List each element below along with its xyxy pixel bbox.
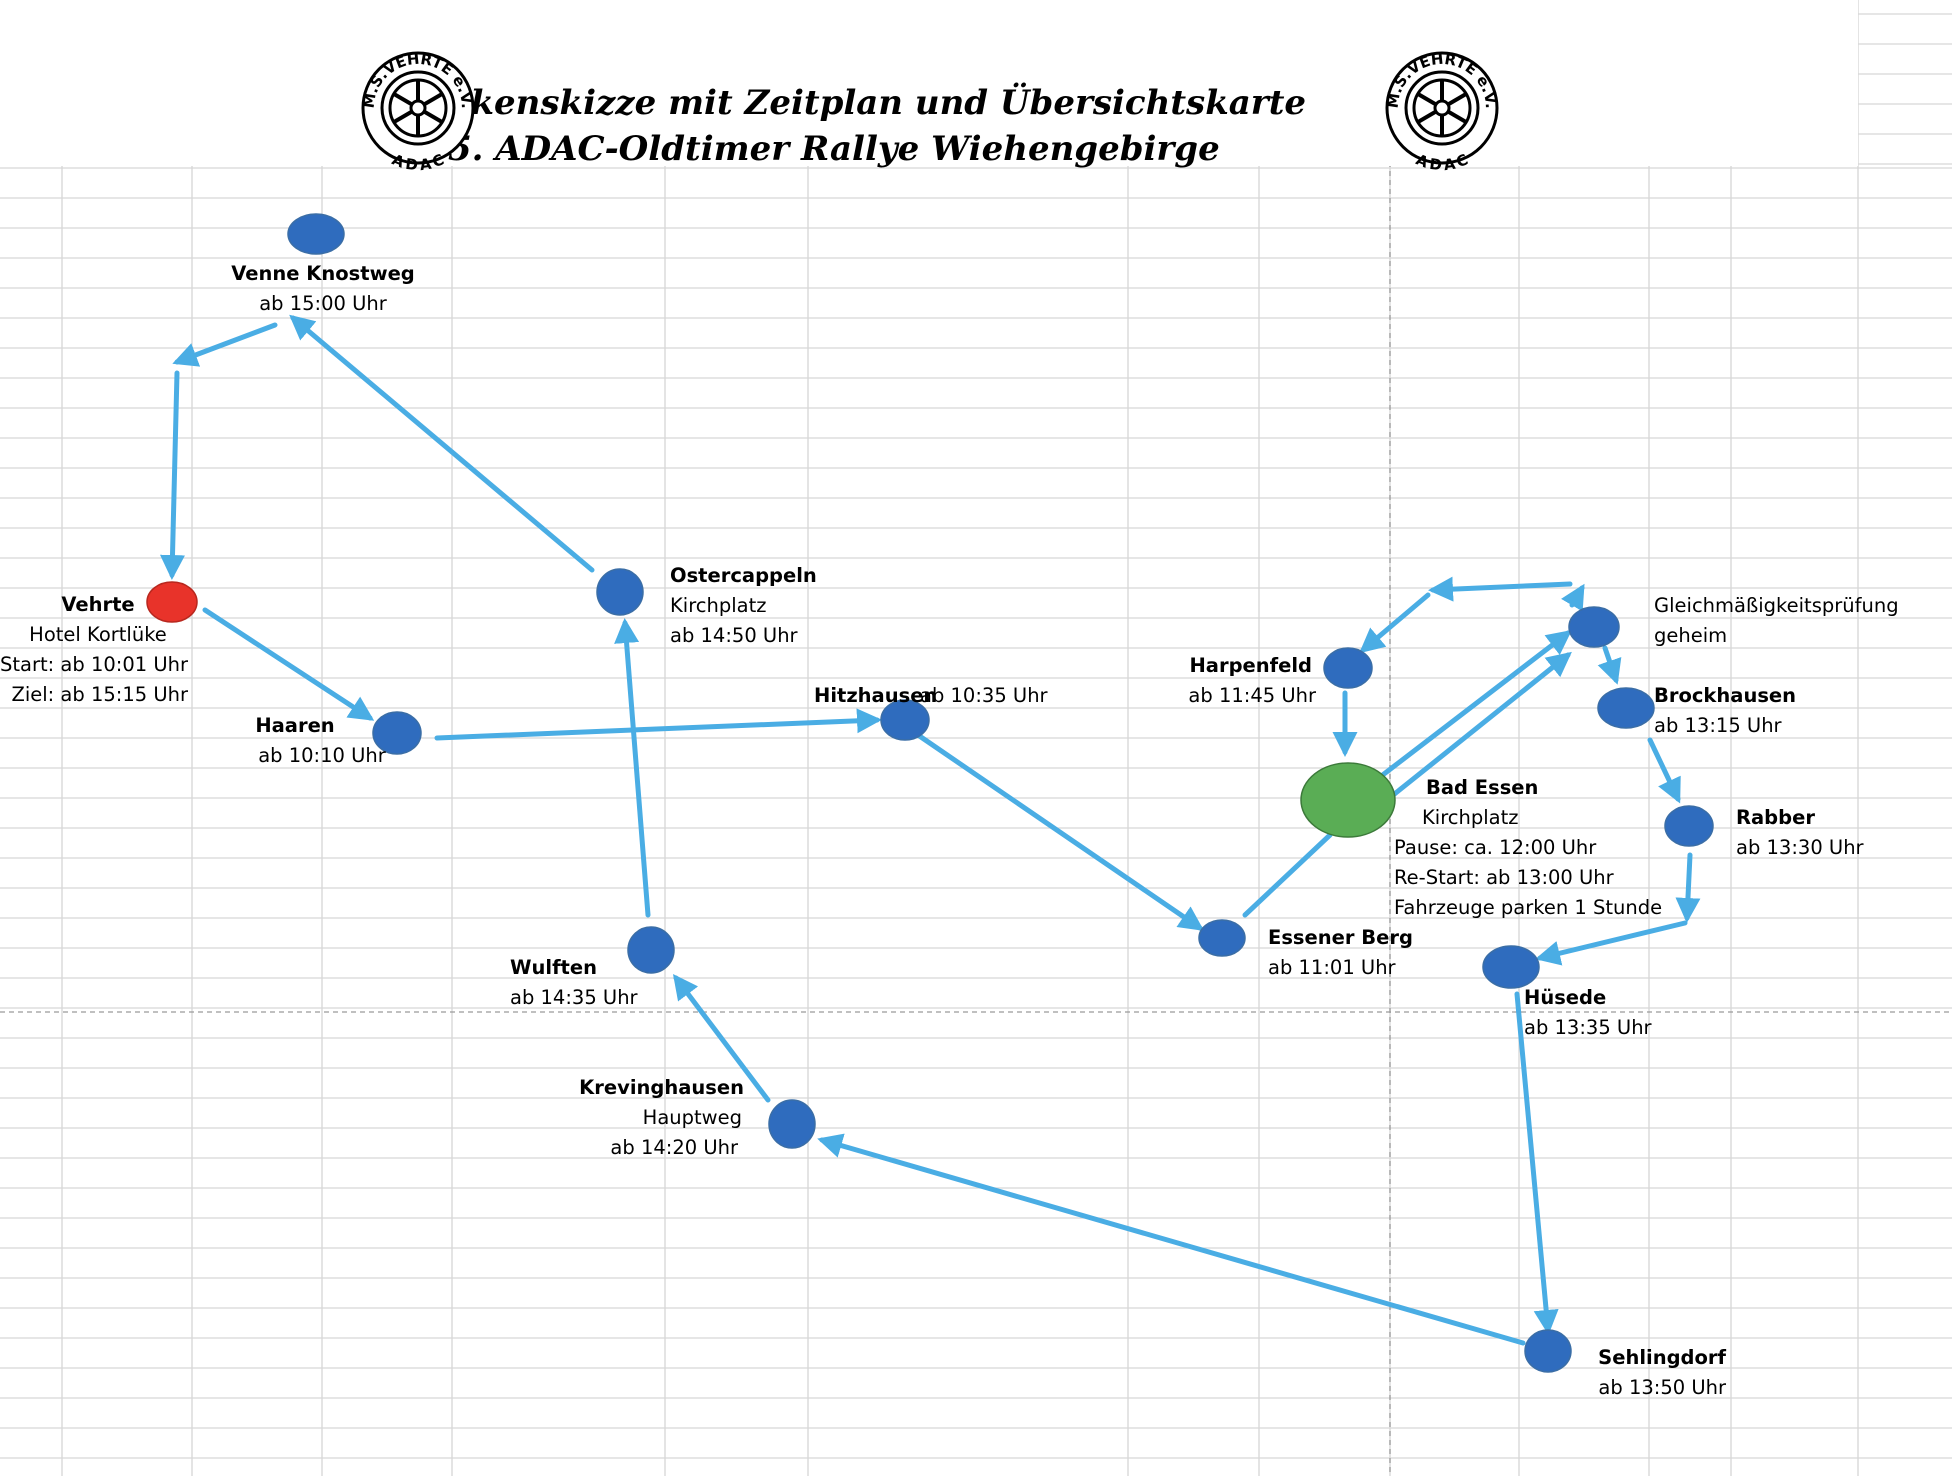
title-line-1: Streckenskizze mit Zeitplan und Übersich… xyxy=(370,82,1306,123)
label-krevinghausen-line: Hauptweg xyxy=(643,1106,742,1129)
label-sehlingdorf-name: Sehlingdorf xyxy=(1598,1346,1726,1369)
route-top-line xyxy=(1428,576,1573,602)
marker-hitzhausen xyxy=(880,699,930,741)
stop-labels: Venne Knostweg ab 15:00 Uhr Vehrte Hotel… xyxy=(0,262,1899,1399)
route-hitzhausen-essener-berg xyxy=(915,732,1205,931)
marker-bad-essen xyxy=(1300,762,1396,838)
label-bad-essen-line: Re-Start: ab 13:00 Uhr xyxy=(1394,866,1615,889)
marker-wulften xyxy=(627,926,675,974)
label-huesede-line: ab 13:35 Uhr xyxy=(1524,1016,1653,1039)
route-venne-corner xyxy=(172,322,278,367)
label-vehrte-name: Vehrte xyxy=(61,593,134,616)
label-hitzhausen-name: Hitzhausen xyxy=(814,684,937,707)
route-rabber-huesede-2 xyxy=(1535,920,1688,966)
marker-ostercappeln xyxy=(596,568,644,616)
marker-vehrte xyxy=(146,581,198,623)
label-wulften-line: ab 14:35 Uhr xyxy=(510,986,639,1009)
label-bad-essen-line: Kirchplatz xyxy=(1422,806,1519,829)
label-rabber-name: Rabber xyxy=(1736,806,1815,829)
route-wulften-ostercappeln xyxy=(614,618,651,918)
marker-haaren xyxy=(372,711,422,755)
label-harpenfeld-name: Harpenfeld xyxy=(1189,654,1312,677)
route-gleich-brockhausen xyxy=(1597,645,1622,685)
marker-essener-berg xyxy=(1198,919,1246,957)
header-band xyxy=(0,0,1858,166)
route-top-harpenfeld xyxy=(1359,592,1431,654)
route-gleich-top xyxy=(1561,583,1585,612)
title-line-2: 35. ADAC-Oldtimer Rallye Wiehengebirge xyxy=(424,129,1219,169)
route-krevinghausen-wulften xyxy=(672,974,771,1103)
label-rabber-line: ab 13:30 Uhr xyxy=(1736,836,1865,859)
marker-huesede xyxy=(1482,945,1540,989)
route-ostercappeln-venne xyxy=(289,314,595,573)
label-haaren-name: Haaren xyxy=(255,714,334,737)
route-bad-essen-gleich-2 xyxy=(1359,651,1572,823)
label-bad-essen-line: Pause: ca. 12:00 Uhr xyxy=(1394,836,1597,859)
label-hitzhausen-line: ab 10:35 Uhr xyxy=(920,684,1049,707)
marker-brockhausen xyxy=(1597,687,1655,729)
route-haaren-hitzhausen xyxy=(434,708,882,741)
route-rabber-huesede-1 xyxy=(1675,852,1701,923)
route-huesede-sehlingdorf xyxy=(1514,991,1559,1335)
label-gleichmaessigkeit-line: Gleichmäßigkeitsprüfung xyxy=(1654,594,1899,617)
marker-venne xyxy=(287,213,345,255)
label-bad-essen-line: Fahrzeuge parken 1 Stunde xyxy=(1394,896,1662,919)
marker-harpenfeld xyxy=(1323,647,1373,689)
label-vehrte-line: Ziel: ab 15:15 Uhr xyxy=(11,683,189,706)
stop-markers xyxy=(146,213,1714,1373)
label-vehrte-line: Hotel Kortlüke xyxy=(29,623,167,646)
label-huesede-name: Hüsede xyxy=(1524,986,1606,1009)
label-krevinghausen-name: Krevinghausen xyxy=(579,1076,744,1099)
label-venne-name: Venne Knostweg xyxy=(231,262,415,285)
label-harpenfeld-line: ab 11:45 Uhr xyxy=(1188,684,1317,707)
marker-gleichmaessigkeit xyxy=(1568,606,1620,648)
label-ostercappeln-line: Kirchplatz xyxy=(670,594,767,617)
route-arrows xyxy=(159,314,1701,1346)
label-venne-line: ab 15:00 Uhr xyxy=(259,292,388,315)
label-brockhausen-line: ab 13:15 Uhr xyxy=(1654,714,1783,737)
label-essener-berg-name: Essener Berg xyxy=(1268,926,1413,949)
label-bad-essen-name: Bad Essen xyxy=(1426,776,1538,799)
marker-sehlingdorf xyxy=(1524,1329,1572,1373)
marker-krevinghausen xyxy=(768,1099,816,1149)
route-vehrte-haaren xyxy=(202,607,375,721)
label-gleichmaessigkeit-line: geheim xyxy=(1654,624,1727,647)
label-krevinghausen-line: ab 14:20 Uhr xyxy=(610,1136,739,1159)
label-essener-berg-line: ab 11:01 Uhr xyxy=(1268,956,1397,979)
label-haaren-line: ab 10:10 Uhr xyxy=(258,744,387,767)
label-ostercappeln-name: Ostercappeln xyxy=(670,564,817,587)
route-sehlingdorf-krevinghausen xyxy=(817,1133,1526,1346)
label-vehrte-line: Start: ab 10:01 Uhr xyxy=(0,653,189,676)
route-bad-essen-gleich-1 xyxy=(1347,629,1572,803)
label-brockhausen-name: Brockhausen xyxy=(1654,684,1796,707)
marker-rabber xyxy=(1664,805,1714,847)
label-wulften-name: Wulften xyxy=(510,956,597,979)
route-brockhausen-rabber xyxy=(1647,737,1681,804)
route-corner-vehrte xyxy=(159,370,185,580)
label-ostercappeln-line: ab 14:50 Uhr xyxy=(670,624,799,647)
label-sehlingdorf-line: ab 13:50 Uhr xyxy=(1598,1376,1727,1399)
route-essener-berg-bad-essen xyxy=(1242,832,1333,918)
